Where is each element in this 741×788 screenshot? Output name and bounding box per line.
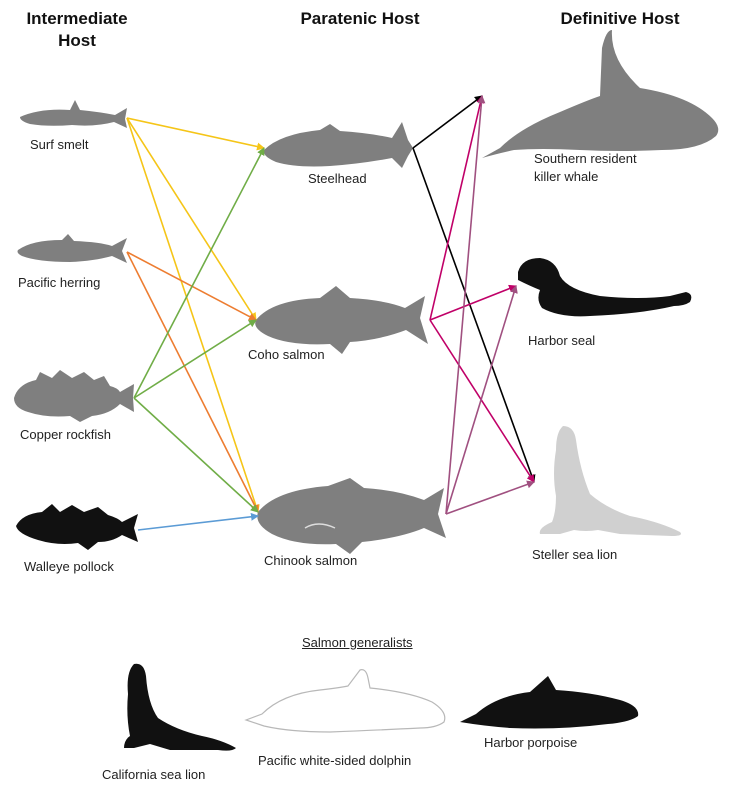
label-pacific-herring: Pacific herring [18,274,100,292]
california-sea-lion-icon [124,664,236,751]
arrows-copper-rockfish [134,148,264,512]
label-southern-resident-killer-whale: Southern resident killer whale [534,150,664,186]
arrow-chinook-steller [446,482,534,514]
arrow-surf-smelt-steelhead [127,118,264,148]
harbor-porpoise-icon [460,676,638,729]
label-copper-rockfish: Copper rockfish [20,426,111,444]
label-chinook-salmon: Chinook salmon [264,552,357,570]
arrows-chinook-salmon [446,96,534,514]
arrow-coho-steller [430,320,534,482]
killer-whale-icon [482,30,718,158]
arrow-chinook-killer-whale [446,96,482,514]
arrows-walleye-pollock [138,516,258,530]
steller-sea-lion-icon [540,426,681,536]
chinook-salmon-icon [257,478,446,554]
label-harbor-porpoise: Harbor porpoise [484,734,577,752]
arrows-coho-salmon [430,96,534,482]
copper-rockfish-icon [14,370,134,422]
pacific-herring-icon [18,234,128,263]
label-california-sea-lion: California sea lion [102,766,205,784]
arrow-pollock-chinook [138,516,258,530]
label-steller-sea-lion: Steller sea lion [532,546,617,564]
label-pacific-white-sided-dolphin: Pacific white-sided dolphin [258,752,411,770]
white-sided-dolphin-icon [246,670,445,732]
generalists-title: Salmon generalists [302,634,413,652]
header-intermediate-host: Intermediate Host [22,8,132,52]
label-coho-salmon: Coho salmon [248,346,325,364]
steelhead-icon [264,122,413,168]
label-walleye-pollock: Walleye pollock [24,558,114,576]
header-definitive-host: Definitive Host [540,8,700,30]
arrow-rockfish-steelhead [134,148,264,398]
surf-smelt-icon [20,100,127,128]
coho-salmon-icon [255,286,428,354]
arrows-surf-smelt [127,118,264,512]
label-steelhead: Steelhead [308,170,367,188]
harbor-seal-icon [518,258,691,316]
walleye-pollock-icon [16,504,138,550]
header-paratenic-host: Paratenic Host [280,8,440,30]
label-surf-smelt: Surf smelt [30,136,89,154]
arrow-surf-smelt-chinook [127,118,258,512]
label-harbor-seal: Harbor seal [528,332,595,350]
